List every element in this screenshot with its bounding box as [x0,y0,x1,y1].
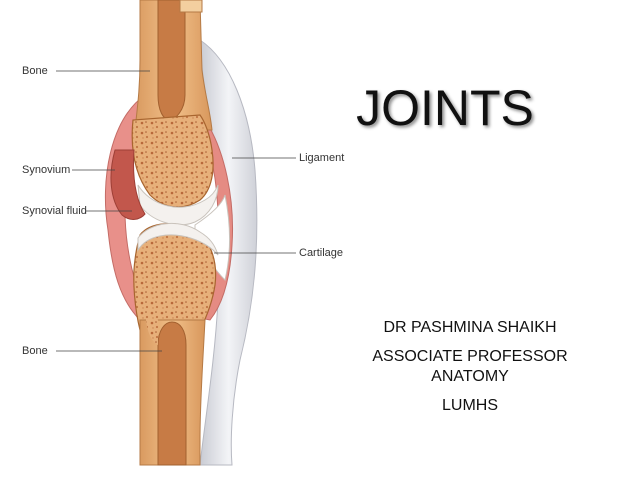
subtitle-block: DR PASHMINA SHAIKH ASSOCIATE PROFESSOR A… [355,318,585,423]
label-bone-top: Bone [22,65,48,77]
position-line-1: ASSOCIATE PROFESSOR [372,348,568,365]
bone-top-head [131,114,214,208]
cartilage-bottom [137,222,219,256]
label-cartilage: Cartilage [299,247,344,259]
label-bone-bottom: Bone [22,345,48,357]
synovial-cavity [110,149,146,220]
slide-title: JOINTS [356,80,534,136]
author-name: DR PASHMINA SHAIKH [383,319,557,336]
position-line-2: ANATOMY [431,368,509,385]
bone-bottom-marrow [157,321,187,466]
bone-top-marrow [157,0,186,121]
label-synovium: Synovium [22,164,71,176]
label-ligament: Ligament [299,152,345,164]
institution: LUMHS [441,397,498,414]
joint-diagram [56,0,296,466]
label-synovial-fluid: Synovial fluid [22,205,87,217]
